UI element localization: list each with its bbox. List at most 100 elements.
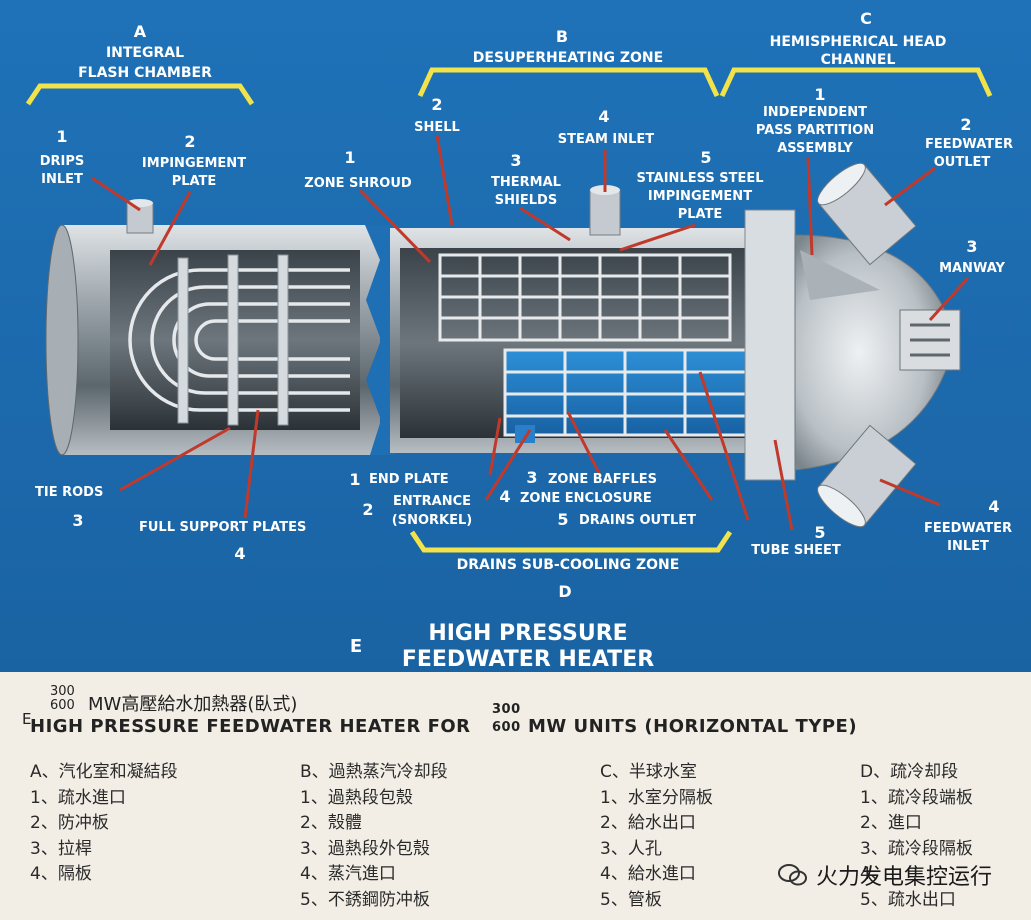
- label-b3-number: 3: [510, 151, 521, 170]
- section-c-title-line2: CHANNEL: [821, 52, 896, 68]
- label-c1-line2: PASS PARTITION: [756, 123, 874, 138]
- legend-column-b: B、過熱蒸汽冷却段 1、過熱段包殼 2、殼體 3、過熱段外包殼 4、蒸汽進口 5…: [300, 760, 448, 914]
- label-a4-number: 4: [234, 544, 245, 563]
- legend-column-c: C、半球水室 1、水室分隔板 2、給水出口 3、人孔 4、給水進口 5、管板: [600, 760, 713, 914]
- label-d2-number: 2: [362, 500, 373, 519]
- legend-panel: 300 600 MW高壓給水加熱器(臥式) E HIGH PRESSURE FE…: [0, 672, 1031, 920]
- legend-column-a: A、汽化室和凝結段 1、疏水進口 2、防冲板 3、拉桿 4、隔板: [30, 760, 178, 888]
- legend-item: 2、防冲板: [30, 813, 109, 834]
- label-b5-line2: IMPINGEMENT: [648, 189, 752, 204]
- label-b4-text: STEAM INLET: [558, 132, 655, 147]
- label-c4-line2: INLET: [947, 539, 989, 554]
- legend-column-d: D、疏冷却段 1、疏冷段端板 2、進口 3、疏冷段隔板 4、 5、疏水出口: [860, 760, 973, 914]
- legend-item: 4、: [860, 864, 888, 885]
- label-a2-line2: PLATE: [172, 174, 217, 189]
- section-c-letter: C: [860, 9, 872, 28]
- legend-item: 1、疏冷段端板: [860, 787, 973, 808]
- legend-item: 1、過熱段包殼: [300, 787, 413, 808]
- legend-item: 3、疏冷段隔板: [860, 838, 973, 859]
- label-a2-number: 2: [184, 132, 195, 151]
- section-e-title-line2: FEEDWATER HEATER: [402, 647, 654, 672]
- label-c4-line1: FEEDWATER: [924, 521, 1012, 536]
- section-b-letter: B: [556, 27, 568, 46]
- section-e-letter: E: [350, 636, 362, 657]
- legend-e-prefix: E: [22, 710, 32, 728]
- label-a1-line1: DRIPS: [40, 154, 85, 169]
- label-c3-text: MANWAY: [939, 261, 1005, 276]
- legend-item: D、疏冷却段: [860, 762, 959, 782]
- label-c5-text: TUBE SHEET: [751, 543, 841, 558]
- legend-item: 3、過熱段外包殼: [300, 838, 430, 859]
- watermark-text: 火力发电集控运行: [816, 865, 993, 890]
- label-d4-text: ZONE ENCLOSURE: [520, 491, 652, 506]
- label-b5-number: 5: [700, 148, 711, 167]
- label-c4-number: 4: [988, 497, 999, 516]
- chat-bubble-icon: [778, 864, 807, 886]
- legend-item: 1、疏水進口: [30, 787, 126, 808]
- label-c2-line1: FEEDWATER: [925, 137, 1013, 152]
- label-a2-line1: IMPINGEMENT: [142, 156, 246, 171]
- label-d5-number: 5: [557, 510, 568, 529]
- legend-item: 5、不銹鋼防冲板: [300, 889, 430, 910]
- label-a1-line2: INLET: [41, 172, 83, 187]
- label-a3-text: TIE RODS: [35, 485, 103, 500]
- label-d3-text: ZONE BAFFLES: [548, 472, 657, 487]
- shell-body: [45, 185, 770, 456]
- legend-item: 2、殼體: [300, 813, 362, 834]
- section-d-title: DRAINS SUB-COOLING ZONE: [457, 557, 680, 573]
- channel-head: [744, 162, 961, 528]
- label-c2-number: 2: [960, 115, 971, 134]
- section-a-title-line1: INTEGRAL: [106, 45, 184, 61]
- legend-en-title-b: MW UNITS (HORIZONTAL TYPE): [528, 716, 858, 737]
- label-b2-number: 2: [431, 95, 442, 114]
- legend-item: 3、人孔: [600, 838, 662, 859]
- legend-item: 2、進口: [860, 813, 922, 834]
- section-a-letter: A: [134, 22, 147, 41]
- zone-brackets: [25, 67, 993, 553]
- label-d1-text: END PLATE: [369, 472, 449, 487]
- legend-item: 5、管板: [600, 889, 662, 910]
- watermark: 火力发电集控运行: [778, 859, 992, 891]
- legend-item: 5、疏水出口: [860, 889, 956, 910]
- label-b1-text: ZONE SHROUD: [304, 176, 412, 191]
- label-b5-line1: STAINLESS STEEL: [636, 171, 763, 186]
- heater-diagram: A INTEGRAL FLASH CHAMBER B DESUPERHEATIN…: [0, 0, 1031, 672]
- leader-lines: [91, 134, 970, 531]
- section-d-letter: D: [558, 582, 571, 601]
- legend-en-sup-bottom: 600: [492, 720, 521, 735]
- legend-item: A、汽化室和凝結段: [30, 762, 178, 782]
- label-d4-number: 4: [499, 487, 510, 506]
- label-a3-number: 3: [72, 511, 83, 530]
- label-c2-line2: OUTLET: [934, 155, 991, 170]
- legend-item: 4、蒸汽進口: [300, 864, 396, 885]
- label-d2-line1: ENTRANCE: [393, 494, 471, 509]
- legend-cn-sup-top: 300: [50, 684, 75, 699]
- legend-en-sup-top: 300: [492, 702, 521, 717]
- label-b5-line3: PLATE: [678, 207, 723, 222]
- legend-item: B、過熱蒸汽冷却段: [300, 762, 448, 782]
- label-c1-line1: INDEPENDENT: [763, 105, 867, 120]
- label-b4-number: 4: [598, 107, 609, 126]
- label-b3-line1: THERMAL: [491, 175, 561, 190]
- label-a1-number: 1: [56, 127, 67, 146]
- label-c1-number: 1: [814, 85, 825, 104]
- legend-item: C、半球水室: [600, 762, 697, 782]
- label-d5-text: DRAINS OUTLET: [579, 513, 696, 528]
- label-d2-line2: (SNORKEL): [392, 513, 472, 528]
- label-b3-line2: SHIELDS: [495, 193, 557, 208]
- section-a-title-line2: FLASH CHAMBER: [78, 65, 212, 81]
- label-d3-number: 3: [526, 468, 537, 487]
- legend-en-title-a: HIGH PRESSURE FEEDWATER HEATER FOR: [30, 716, 471, 737]
- label-c5-number: 5: [814, 523, 825, 542]
- legend-item: 1、水室分隔板: [600, 787, 713, 808]
- label-b1-number: 1: [344, 148, 355, 167]
- legend-item: 3、拉桿: [30, 838, 92, 859]
- legend-item: 4、隔板: [30, 864, 92, 885]
- label-c1-line3: ASSEMBLY: [777, 141, 853, 156]
- section-c-title-line1: HEMISPHERICAL HEAD: [770, 34, 947, 50]
- legend-item: 2、給水出口: [600, 813, 696, 834]
- label-a4-text: FULL SUPPORT PLATES: [139, 520, 306, 535]
- section-e-title-line1: HIGH PRESSURE: [428, 621, 627, 646]
- legend-cn-sup-bottom: 600: [50, 698, 75, 713]
